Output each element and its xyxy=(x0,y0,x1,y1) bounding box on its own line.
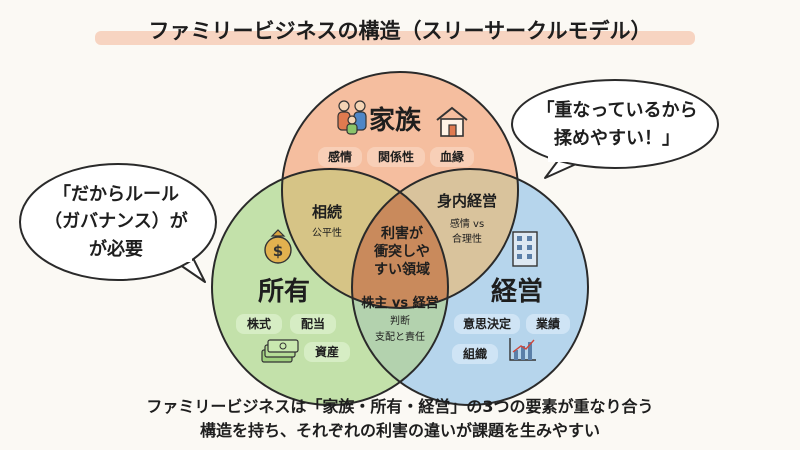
family-tag-bg xyxy=(430,147,474,167)
ownership-tag-bg xyxy=(304,342,350,362)
ownership-tag: 株式 xyxy=(247,316,271,331)
bar-chart-icon xyxy=(509,338,536,361)
left-speech-bubble: 「だからルール （ガバナンス）が が必要 xyxy=(19,163,217,283)
building-icon xyxy=(512,231,538,267)
family-tags: 感情 関係性 血縁 xyxy=(318,147,474,167)
business-tag: 組織 xyxy=(463,346,487,361)
family-outline xyxy=(281,71,519,309)
ownership-tag-bg xyxy=(236,314,282,334)
business-tag-bg xyxy=(454,314,520,334)
inheritance-sub: 公平性 xyxy=(312,226,342,239)
family-tag: 血縁 xyxy=(440,149,464,164)
left-bubble-text: が必要 xyxy=(89,238,143,260)
family-label: 家族 xyxy=(369,105,422,136)
inheritance-title: 相続 xyxy=(312,203,342,221)
right-bubble-text: 揉めやすい！」 xyxy=(554,127,680,149)
page-title: ファミリービジネスの構造（スリーサークルモデル） xyxy=(149,19,652,43)
center-text: 利害が xyxy=(381,225,424,242)
family-management-sub: 合理性 xyxy=(452,232,482,245)
center-overlap xyxy=(352,169,448,308)
business-tag-bg xyxy=(526,314,570,334)
ownership-tags: 株式 配当 資産 xyxy=(236,314,350,362)
ownership-tag-bg xyxy=(290,314,336,334)
business-label: 経営 xyxy=(491,276,543,307)
title-underline xyxy=(95,31,695,45)
money-bag-icon: $ xyxy=(264,229,292,264)
center-text: 衝突しや xyxy=(373,243,430,260)
left-bubble-text: 「だからルール xyxy=(53,183,179,205)
footer-line: ファミリービジネスは「家族・所有・経営」の3つの要素が重なり合う xyxy=(146,397,653,416)
title-group: ファミリービジネスの構造（スリーサークルモデル） xyxy=(95,19,695,45)
family-people-icon xyxy=(337,100,367,135)
family-management-sub: 感情 vs xyxy=(450,217,484,230)
right-bubble-text: 「重なっているから xyxy=(536,99,697,121)
shareholder-management-title: 株主 vs 経営 xyxy=(361,295,438,311)
house-icon xyxy=(436,106,468,137)
ownership-tag: 配当 xyxy=(301,316,325,331)
ownership-outline xyxy=(211,168,449,406)
business-outline xyxy=(351,168,589,406)
ownership-tag: 資産 xyxy=(315,344,339,359)
center-text: すい領域 xyxy=(374,261,430,278)
family-tag: 感情 xyxy=(328,149,352,164)
left-bubble-text: （ガバナンス）が xyxy=(44,210,188,232)
family-tag-bg xyxy=(318,147,362,167)
footer-line: 構造を持ち、それぞれの利害の違いが課題を生みやすい xyxy=(200,421,600,440)
ownership-label: 所有 xyxy=(258,277,310,307)
cash-stack-icon xyxy=(261,339,299,363)
shareholder-management-sub: 支配と責任 xyxy=(375,330,425,343)
business-tag-bg xyxy=(452,344,498,364)
business-tag: 意思決定 xyxy=(463,316,511,331)
svg-text:$: $ xyxy=(273,242,283,260)
family-tag-bg xyxy=(367,147,425,167)
business-tag: 業績 xyxy=(535,316,560,331)
business-tags: 意思決定 業績 組織 xyxy=(452,314,570,364)
family-tag: 関係性 xyxy=(378,149,414,164)
shareholder-management-sub: 判断 xyxy=(390,314,410,327)
family-management-title: 身内経営 xyxy=(437,192,497,210)
right-speech-bubble: 「重なっているから 揉めやすい！」 xyxy=(511,79,719,179)
